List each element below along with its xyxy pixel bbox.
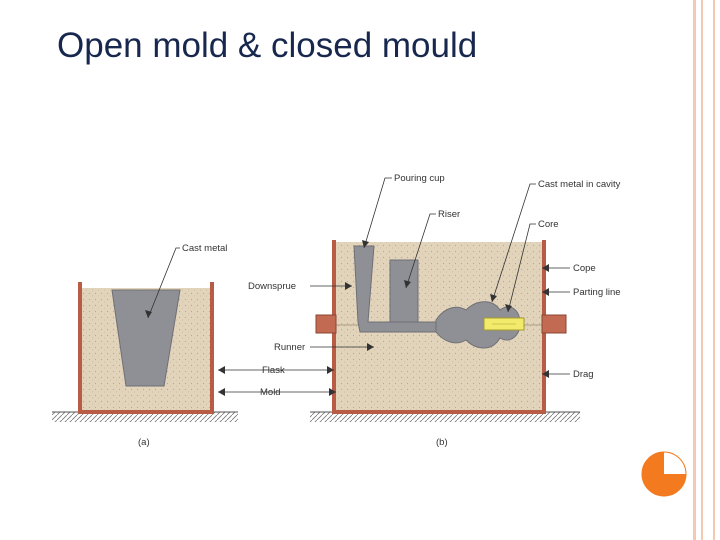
- label-riser: Riser: [438, 209, 460, 220]
- diagram-labels: Cast metal Downsprue Runner Flask Mold P…: [182, 173, 621, 398]
- decorative-rail-outer: [693, 0, 696, 540]
- label-runner: Runner: [274, 342, 305, 353]
- cast-metal-a: [111, 289, 181, 387]
- decorative-rail-right: [713, 0, 715, 540]
- label-cast-metal-in-cavity: Cast metal in cavity: [538, 179, 621, 190]
- molding-diagram-svg: Cast metal Downsprue Runner Flask Mold P…: [52, 173, 621, 448]
- flask-a: [78, 282, 214, 414]
- decorative-rail-inner: [701, 0, 703, 540]
- riser: [389, 259, 419, 323]
- label-flask: Flask: [262, 365, 285, 376]
- label-cast-metal: Cast metal: [182, 243, 227, 254]
- label-core: Core: [538, 219, 559, 230]
- label-mold: Mold: [260, 387, 281, 398]
- decorative-circle-icon: [641, 451, 687, 497]
- closed-mold-figure: [310, 240, 580, 422]
- label-parting-line: Parting line: [573, 287, 621, 298]
- ground-hatch-a: [52, 412, 238, 422]
- label-drag: Drag: [573, 369, 594, 380]
- molding-diagram: Cast metal Downsprue Runner Flask Mold P…: [52, 160, 638, 460]
- flask-pin-right: [541, 314, 567, 334]
- caption-open-mold: (a): [138, 437, 150, 448]
- caption-closed-mold: (b): [436, 437, 448, 448]
- label-pouring-cup: Pouring cup: [394, 173, 445, 184]
- arrowheads: [145, 240, 549, 396]
- ground-hatch-b: [310, 412, 580, 422]
- open-mold-figure: [52, 282, 238, 422]
- label-downsprue: Downsprue: [248, 281, 296, 292]
- slide-title: Open mold & closed mould: [57, 26, 478, 65]
- flask-pin-left: [315, 314, 337, 334]
- label-cope: Cope: [573, 263, 596, 274]
